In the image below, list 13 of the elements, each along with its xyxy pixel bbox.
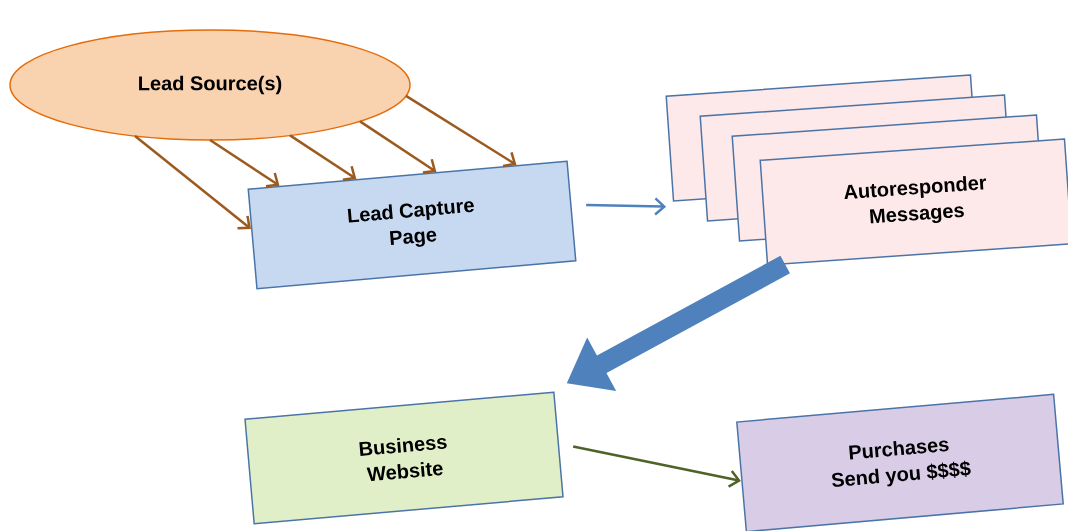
arrow	[405, 94, 517, 168]
arrow	[134, 135, 251, 230]
arrow	[359, 120, 437, 174]
purchase-box: Purchases Send you $$$$	[736, 393, 1064, 531]
arrow	[586, 197, 667, 216]
node-label: Messages	[869, 206, 964, 224]
arrow	[209, 138, 280, 188]
arrow	[572, 445, 741, 488]
arrow	[289, 134, 357, 181]
ellipse-node: Lead Source(s)	[9, 29, 411, 141]
website-box: Business Website	[244, 391, 564, 525]
message-card-stack: Autoresponder Messages	[665, 74, 1068, 266]
page-box: Lead Capture Page	[247, 160, 577, 290]
